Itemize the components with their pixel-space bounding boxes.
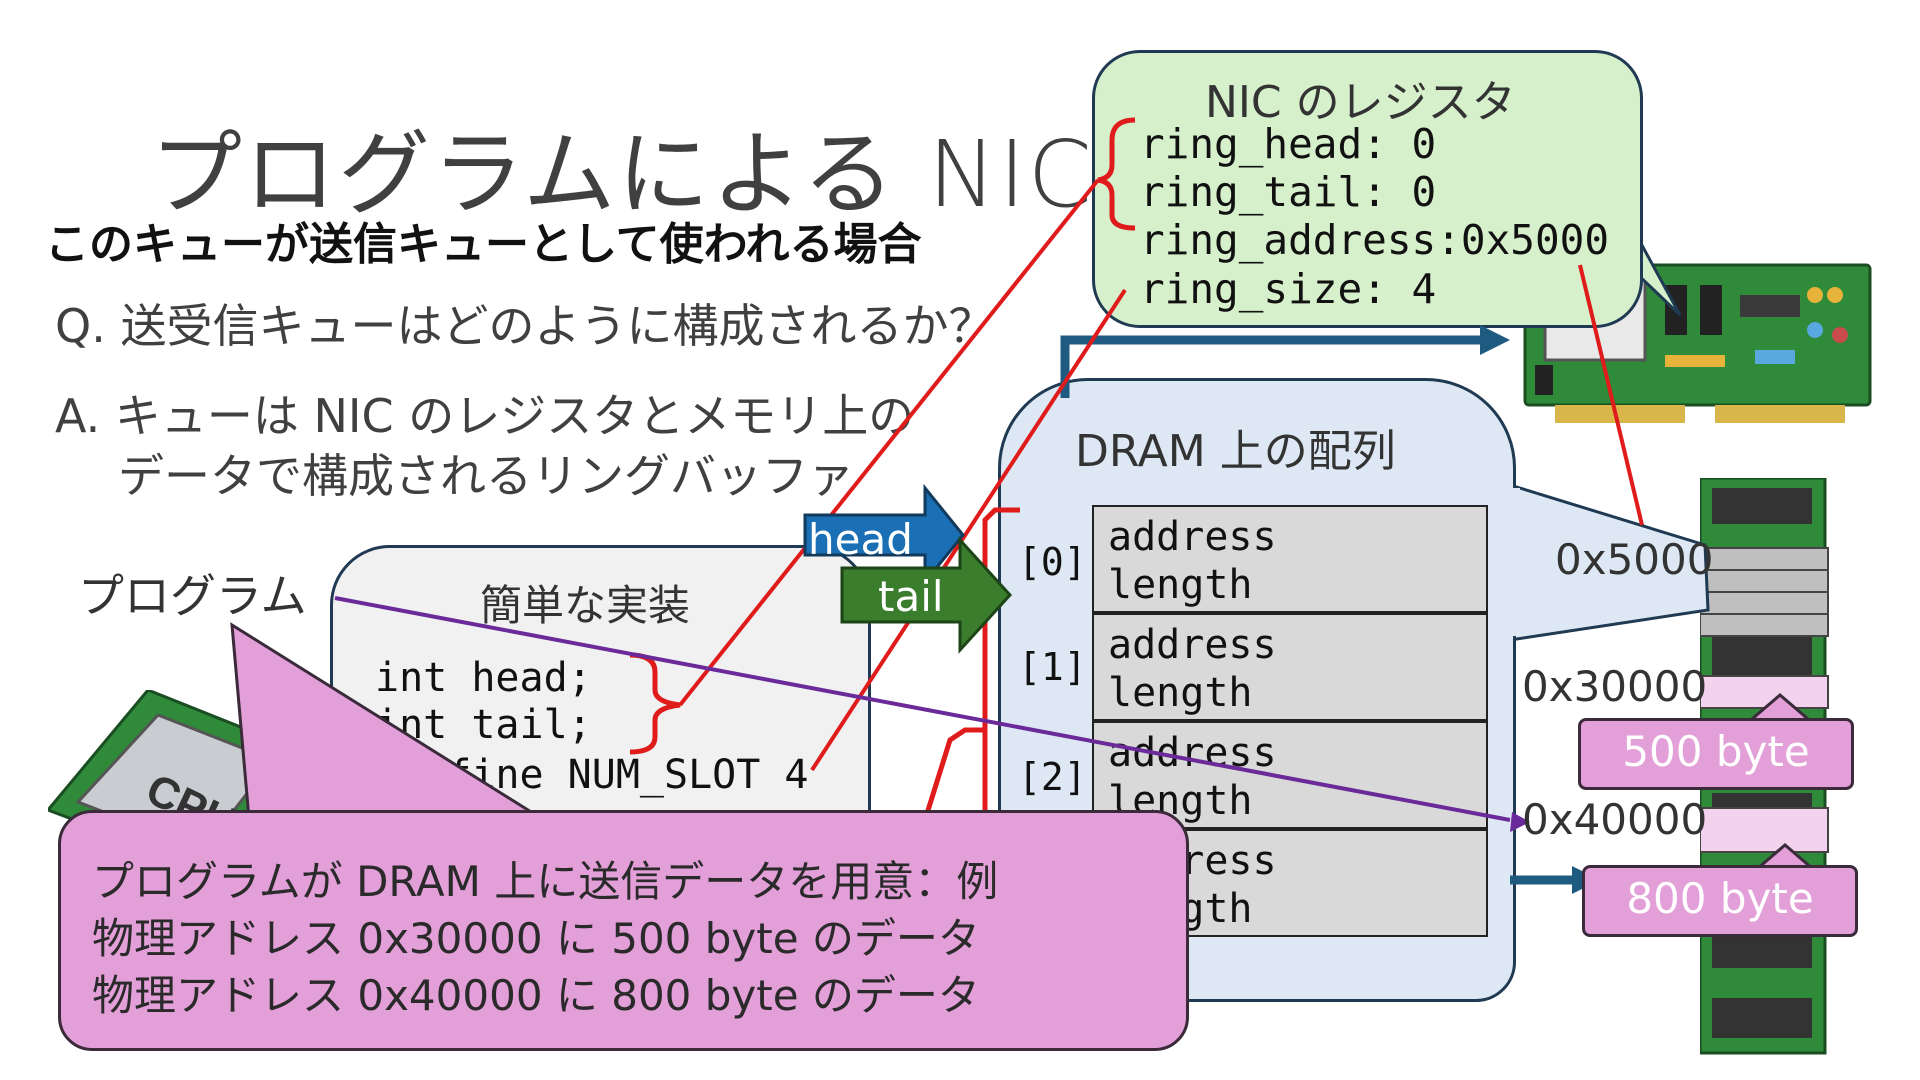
nic-register-brace <box>1097 117 1136 231</box>
question-text: Q. 送受信キューはどのように構成されるか？ <box>55 299 995 353</box>
head-pointer-label: head <box>808 515 913 564</box>
program-link-line <box>334 596 1511 822</box>
flow-arrow-top <box>1060 335 1485 398</box>
numslot-link-line <box>810 288 1127 772</box>
slot-length-label: length <box>1108 670 1253 716</box>
address-label-0x5000: 0x5000 <box>1555 535 1714 584</box>
callout-line-2: 物理アドレス 0x30000 に 500 byte のデータ <box>92 914 980 963</box>
array-index-2: [2] <box>1018 755 1087 799</box>
array-bracket-lower <box>922 727 985 821</box>
size-tag-500-byte: 500 byte <box>1578 718 1854 790</box>
array-bracket <box>982 507 1020 825</box>
slot-address-label: address <box>1108 730 1277 776</box>
answer-text-line-2: データで構成されるリングバッファ <box>118 449 854 503</box>
register-ring-address: ring_address:0x5000 <box>1140 216 1609 264</box>
program-link-arrowhead <box>1510 812 1530 832</box>
head-tail-link-line <box>678 178 1100 707</box>
flow-arrow-top-head <box>1480 325 1510 355</box>
address-label-0x30000: 0x30000 <box>1522 662 1708 711</box>
ring-address-link-line <box>1578 264 1644 526</box>
callout-line-1: プログラムが DRAM 上に送信データを用意：例 <box>92 857 999 906</box>
slot-address-label: address <box>1108 514 1277 560</box>
slot-length-label: length <box>1108 562 1253 608</box>
slide-title: プログラムによる NIC の <box>150 121 1220 228</box>
address-label-0x40000: 0x40000 <box>1522 795 1708 844</box>
size-tag-800-byte: 800 byte <box>1582 865 1858 937</box>
callout-tail <box>230 622 566 832</box>
register-ring-head: ring_head: 0 <box>1140 120 1437 168</box>
program-label: プログラム <box>78 569 307 623</box>
dram-array-title: DRAM 上の配列 <box>1075 426 1396 477</box>
subtitle: このキューが送信キューとして使われる場合 <box>45 219 922 270</box>
nic-register-panel <box>1092 50 1643 328</box>
head-pointer-arrow <box>803 483 965 587</box>
callout-line-3: 物理アドレス 0x40000 に 800 byte のデータ <box>92 971 980 1020</box>
implementation-title: 簡単な実装 <box>480 581 691 630</box>
array-index-1: [1] <box>1018 645 1087 689</box>
nic-bubble-tail-cover <box>1568 200 1620 260</box>
tail-pointer-arrow <box>840 536 1013 654</box>
send-data-callout <box>58 810 1189 1051</box>
register-ring-tail: ring_tail: 0 <box>1140 168 1437 216</box>
code-brace <box>629 652 681 755</box>
register-ring-size: ring_size: 4 <box>1140 265 1437 313</box>
slot-address-label: address <box>1108 622 1277 668</box>
tail-pointer-label: tail <box>878 572 944 621</box>
answer-text-line-1: A. キューは NIC のレジスタとメモリ上の <box>55 389 915 443</box>
nic-register-title: NIC のレジスタ <box>1205 77 1516 128</box>
array-index-0: [0] <box>1018 540 1087 584</box>
code-line-head: int head; <box>375 655 592 701</box>
